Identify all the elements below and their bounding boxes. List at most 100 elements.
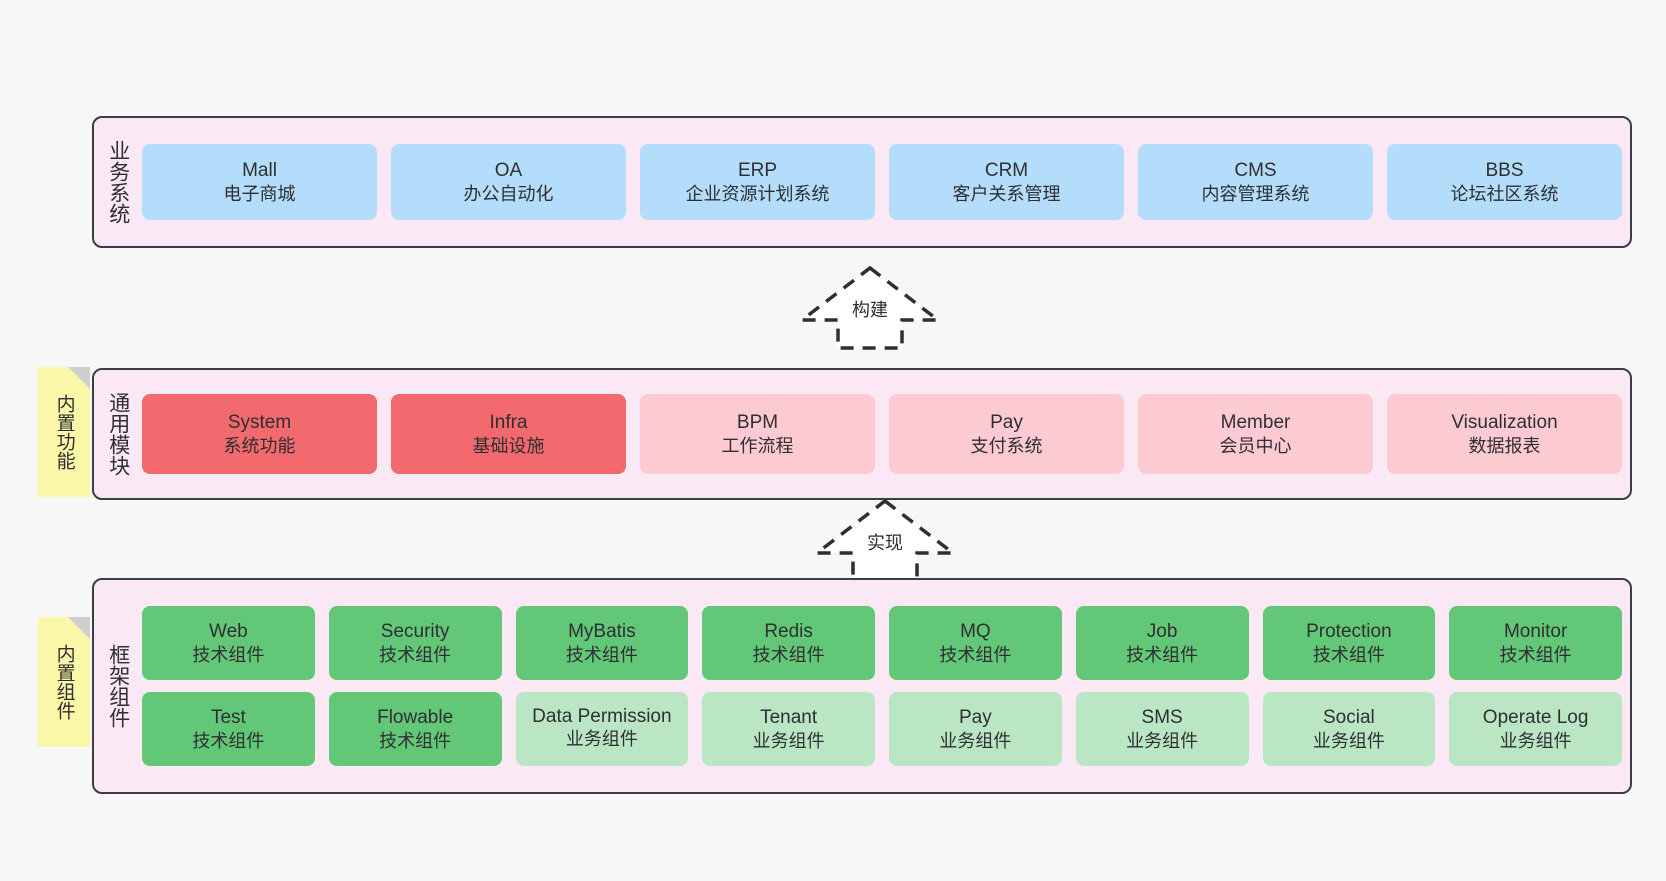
card-security[interactable]: Security 技术组件 <box>328 606 502 680</box>
card-tenant[interactable]: Tenant 业务组件 <box>702 692 875 766</box>
card-sms[interactable]: SMS 业务组件 <box>1075 692 1249 766</box>
card-pay-component-name: Pay <box>959 707 992 729</box>
card-bpm[interactable]: BPM 工作流程 <box>640 394 875 474</box>
card-monitor[interactable]: Monitor 技术组件 <box>1449 606 1622 680</box>
layer-title-business-system: 业务系统 <box>106 140 130 224</box>
card-sms-name: SMS <box>1141 707 1183 729</box>
card-pay-module-name: Pay <box>990 412 1023 434</box>
card-member[interactable]: Member 会员中心 <box>1138 394 1373 474</box>
card-system-name: System <box>227 412 292 434</box>
card-system[interactable]: System 系统功能 <box>142 394 377 474</box>
card-crm[interactable]: CRM 客户关系管理 <box>889 144 1124 220</box>
note-builtin-components-label: 内置组件 <box>53 644 75 720</box>
card-security-name: Security <box>380 621 450 643</box>
card-mybatis-sub: 技术组件 <box>565 644 638 665</box>
connector-implement: 实现 <box>810 495 960 585</box>
card-cms-sub: 内容管理系统 <box>1201 183 1310 204</box>
card-infra[interactable]: Infra 基础设施 <box>391 394 626 474</box>
card-mq-name: MQ <box>960 621 991 643</box>
card-erp-name: ERP <box>737 160 778 182</box>
card-tenant-name: Tenant <box>760 707 818 729</box>
card-web[interactable]: Web 技术组件 <box>142 606 315 680</box>
card-infra-sub: 基础设施 <box>472 435 545 456</box>
card-pay-component-sub: 业务组件 <box>939 730 1012 751</box>
card-mybatis-name: MyBatis <box>568 621 636 643</box>
card-member-sub: 会员中心 <box>1219 435 1292 456</box>
card-operate-log[interactable]: Operate Log 业务组件 <box>1449 692 1622 766</box>
layer-common-body: System 系统功能 Infra 基础设施 BPM 工作流程 Pay 支付系统… <box>142 370 1630 498</box>
card-protection-sub: 技术组件 <box>1312 644 1385 665</box>
layer-title-framework-component: 框架组件 <box>106 644 130 728</box>
card-system-sub: 系统功能 <box>223 435 296 456</box>
note-builtin-features: 内置功能 <box>38 367 90 497</box>
card-pay-module[interactable]: Pay 支付系统 <box>889 394 1124 474</box>
card-social-name: Social <box>1323 707 1375 729</box>
card-pay-module-sub: 支付系统 <box>970 435 1043 456</box>
card-member-name: Member <box>1220 412 1291 434</box>
card-redis[interactable]: Redis 技术组件 <box>702 606 875 680</box>
card-redis-sub: 技术组件 <box>752 644 825 665</box>
card-visualization[interactable]: Visualization 数据报表 <box>1387 394 1622 474</box>
layer-business-body: Mall 电子商城 OA 办公自动化 ERP 企业资源计划系统 CRM 客户关系… <box>142 118 1630 246</box>
card-visualization-name: Visualization <box>1451 412 1558 434</box>
layer-common-module: 通用模块 System 系统功能 Infra 基础设施 BPM 工作流程 Pay <box>92 368 1632 500</box>
card-operate-log-name: Operate Log <box>1482 707 1589 729</box>
card-cms[interactable]: CMS 内容管理系统 <box>1138 144 1373 220</box>
card-mybatis[interactable]: MyBatis 技术组件 <box>515 606 689 680</box>
note-fold-corner-icon-2 <box>68 617 90 639</box>
card-mq-sub: 技术组件 <box>939 644 1012 665</box>
card-web-sub: 技术组件 <box>192 644 265 665</box>
card-data-permission[interactable]: Data Permission 业务组件 <box>515 692 689 766</box>
connector-build: 构建 <box>795 262 945 352</box>
card-sms-sub: 业务组件 <box>1126 730 1199 751</box>
card-test-name: Test <box>210 707 246 729</box>
connector-implement-label: 实现 <box>867 533 903 553</box>
card-protection[interactable]: Protection 技术组件 <box>1262 606 1436 680</box>
card-oa[interactable]: OA 办公自动化 <box>391 144 626 220</box>
card-crm-name: CRM <box>984 160 1029 182</box>
card-mall-name: Mall <box>242 160 277 182</box>
card-flowable-name: Flowable <box>377 707 454 729</box>
connector-build-label: 构建 <box>852 300 888 320</box>
business-cards-row: Mall 电子商城 OA 办公自动化 ERP 企业资源计划系统 CRM 客户关系… <box>142 144 1622 220</box>
card-crm-sub: 客户关系管理 <box>952 183 1061 204</box>
card-monitor-sub: 技术组件 <box>1499 644 1572 665</box>
card-security-sub: 技术组件 <box>379 644 452 665</box>
card-test-sub: 技术组件 <box>192 730 265 751</box>
card-operate-log-sub: 业务组件 <box>1499 730 1572 751</box>
layer-title-common-module: 通用模块 <box>106 392 130 476</box>
note-builtin-components: 内置组件 <box>38 617 90 747</box>
card-web-name: Web <box>209 621 248 643</box>
card-bbs-sub: 论坛社区系统 <box>1450 183 1559 204</box>
framework-row-2: Test 技术组件 Flowable 技术组件 Data Permission … <box>142 692 1622 766</box>
card-infra-name: Infra <box>489 412 528 434</box>
card-flowable-sub: 技术组件 <box>379 730 452 751</box>
card-bpm-name: BPM <box>736 412 779 434</box>
card-redis-name: Redis <box>764 621 813 643</box>
card-social[interactable]: Social 业务组件 <box>1262 692 1436 766</box>
card-test[interactable]: Test 技术组件 <box>142 692 315 766</box>
card-monitor-name: Monitor <box>1503 621 1568 643</box>
card-data-permission-name: Data Permission <box>532 706 672 728</box>
card-pay-component[interactable]: Pay 业务组件 <box>889 692 1062 766</box>
card-mq[interactable]: MQ 技术组件 <box>889 606 1062 680</box>
card-tenant-sub: 业务组件 <box>752 730 825 751</box>
card-oa-sub: 办公自动化 <box>463 183 554 204</box>
note-fold-corner-icon <box>68 367 90 389</box>
layer-business-system: 业务系统 Mall 电子商城 OA 办公自动化 ERP 企业资源计划系统 CRM <box>92 116 1632 248</box>
card-erp[interactable]: ERP 企业资源计划系统 <box>640 144 875 220</box>
card-erp-sub: 企业资源计划系统 <box>685 183 830 204</box>
card-flowable[interactable]: Flowable 技术组件 <box>328 692 502 766</box>
card-bbs[interactable]: BBS 论坛社区系统 <box>1387 144 1622 220</box>
card-social-sub: 业务组件 <box>1312 730 1385 751</box>
card-cms-name: CMS <box>1234 160 1277 182</box>
card-job[interactable]: Job 技术组件 <box>1075 606 1249 680</box>
card-job-sub: 技术组件 <box>1126 644 1199 665</box>
note-builtin-features-label: 内置功能 <box>53 394 75 470</box>
card-visualization-sub: 数据报表 <box>1468 435 1541 456</box>
card-mall[interactable]: Mall 电子商城 <box>142 144 377 220</box>
framework-cards-grid: Web 技术组件 Security 技术组件 MyBatis 技术组件 Redi… <box>142 592 1622 780</box>
card-protection-name: Protection <box>1306 621 1392 643</box>
card-data-permission-sub: 业务组件 <box>565 729 638 750</box>
